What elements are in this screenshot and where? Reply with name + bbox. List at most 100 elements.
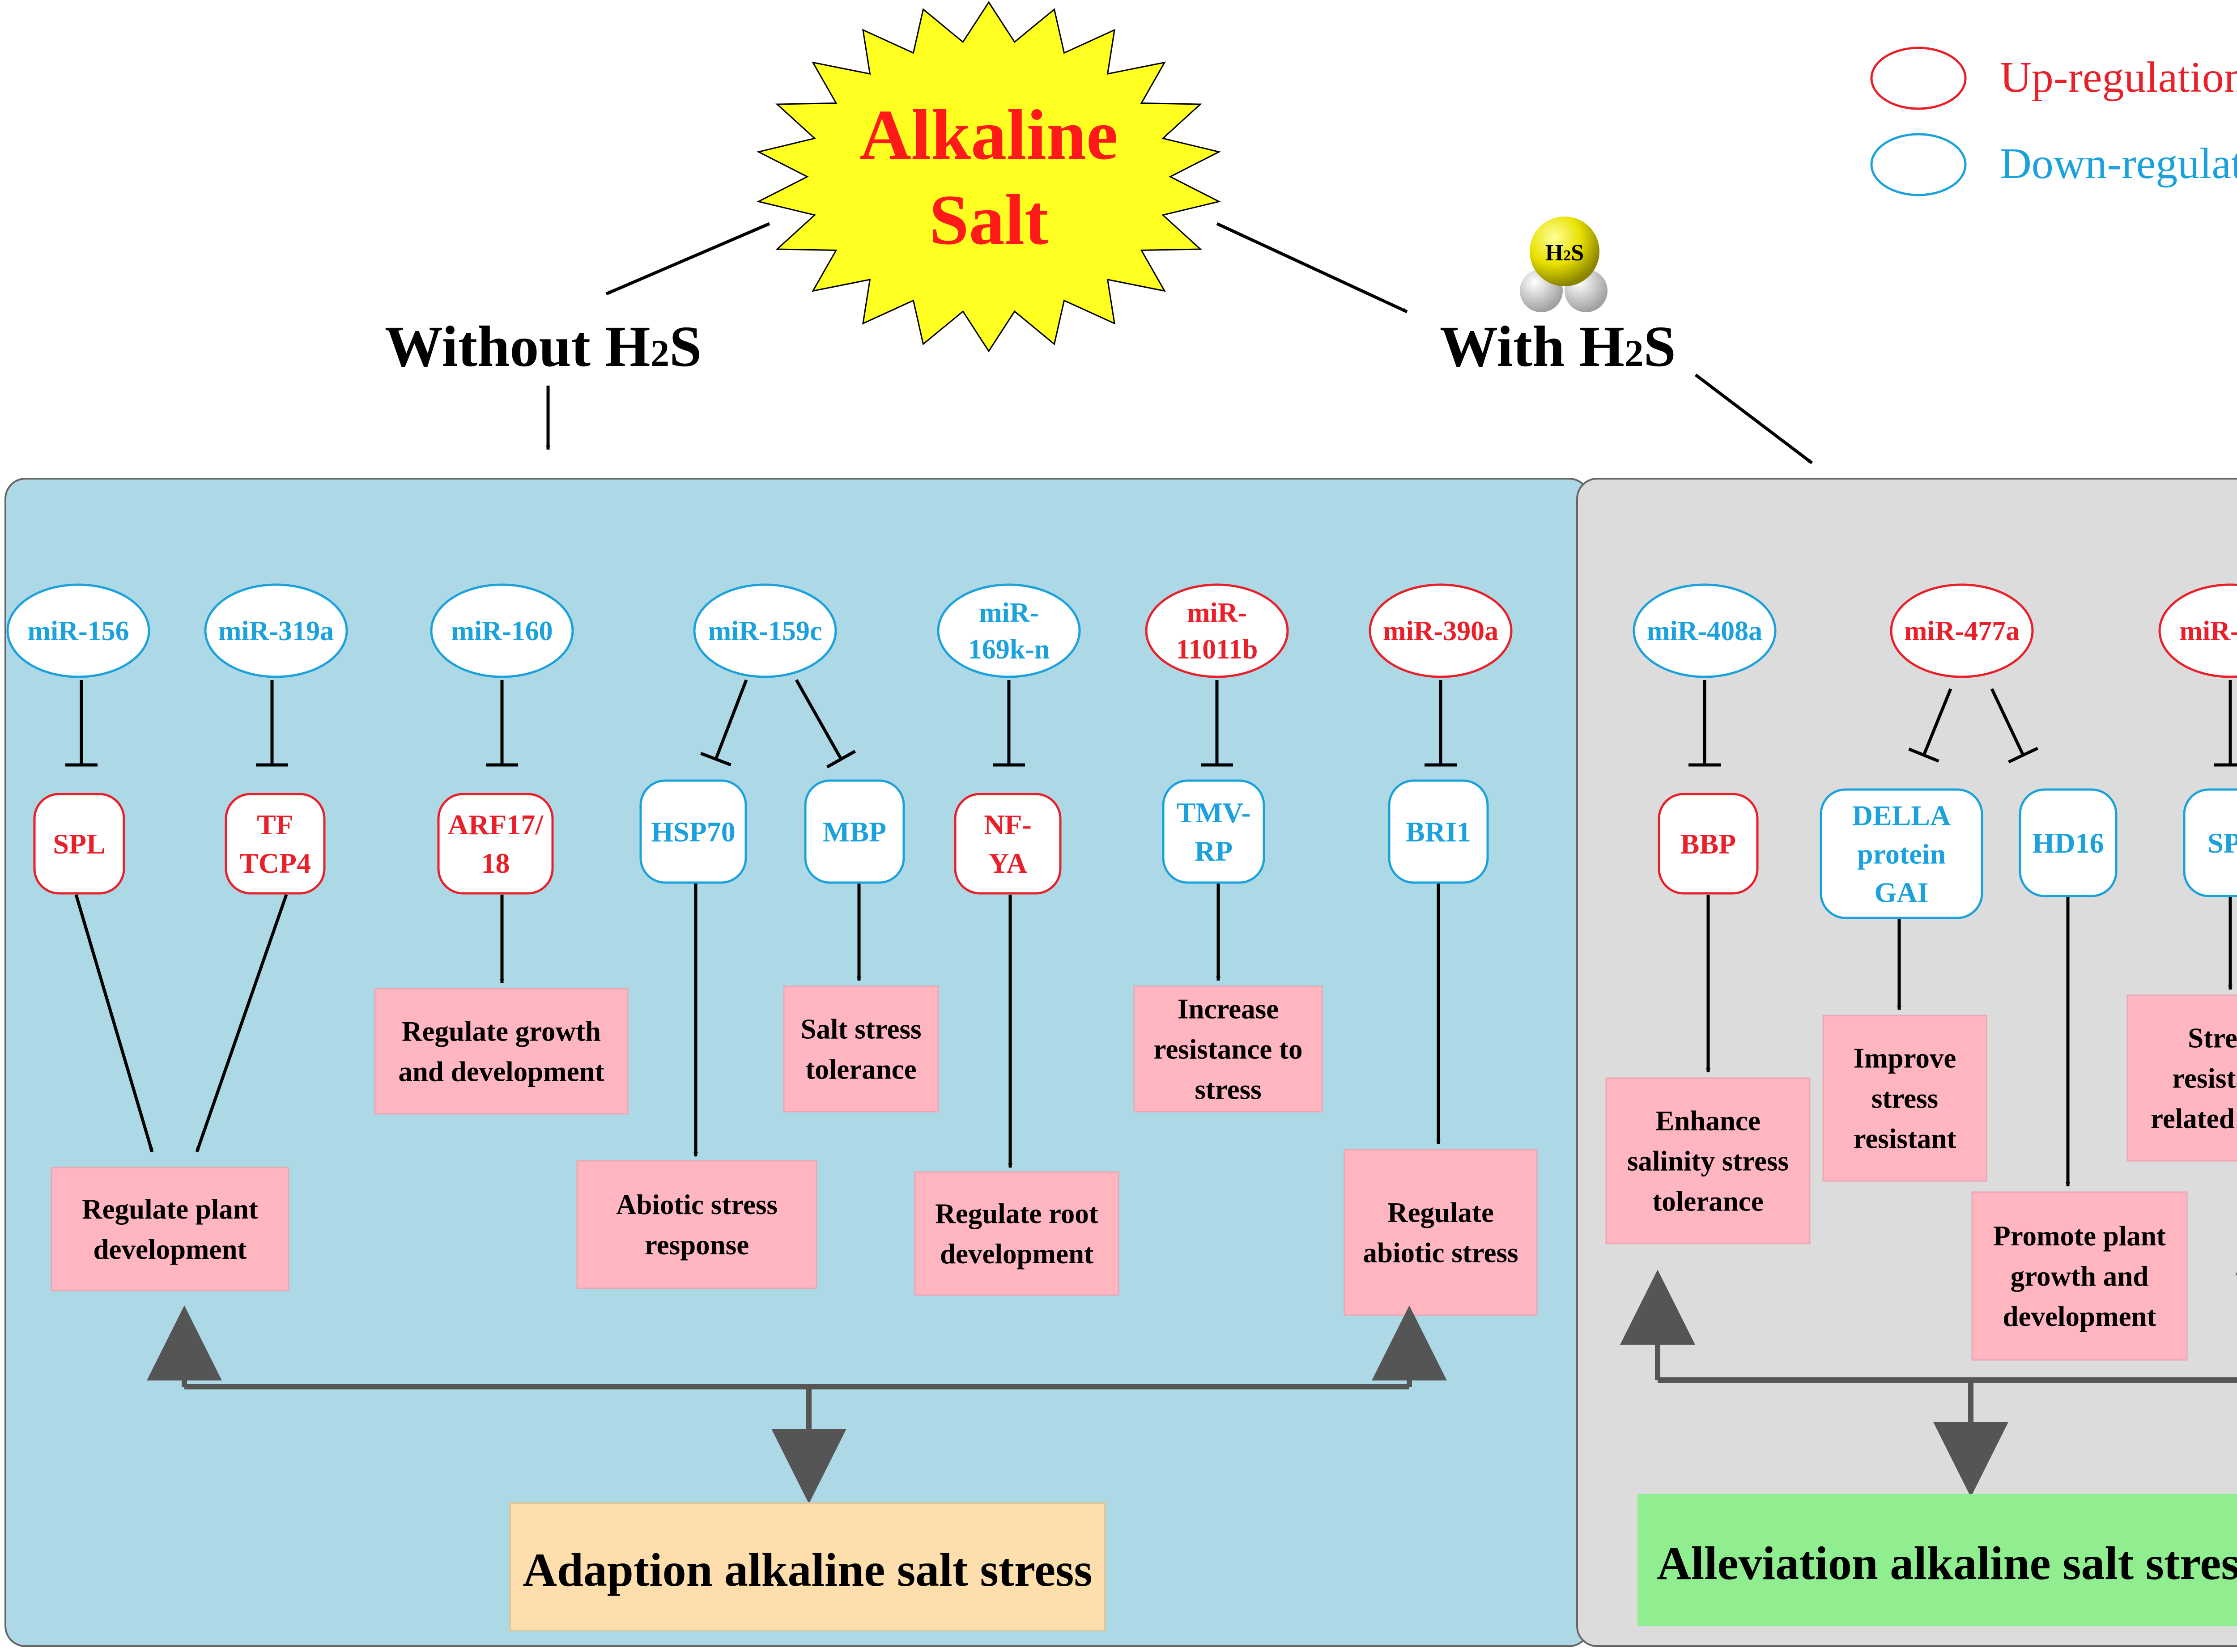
mirna-ellipse (693, 583, 837, 678)
node-text-line: HD16 (2033, 827, 2104, 859)
node-text-line: miR-390a (1383, 616, 1498, 646)
node-text-line: response (645, 1229, 749, 1261)
node-text-line: miR-408a (1647, 616, 1762, 646)
node-text-line: resistant (1854, 1123, 1956, 1154)
node-text-line: tolerance (805, 1053, 916, 1085)
node-text-line: SPL (53, 828, 105, 860)
target-node-bbp: BBP (1658, 793, 1759, 895)
target-box (1658, 793, 1759, 895)
outcome-box-plantdev: Regulate plant development (51, 1167, 289, 1291)
mirna-ellipse (430, 583, 574, 678)
node-text-line: related gene (2151, 1103, 2237, 1134)
mirna-node-mir390a: miR-390a (1369, 583, 1513, 678)
outcome-box-resistance: Increase resistance to stress (1133, 985, 1323, 1113)
node-text-line: DELLA (1852, 799, 1951, 831)
outcome-bg (914, 1171, 1119, 1296)
node-text-line: YA (988, 847, 1027, 879)
alleviation-text: Alleviation alkaline salt stress (1657, 1537, 2237, 1589)
mirna-node-mir169: miR- 169k-n (937, 583, 1081, 678)
target-box (1162, 779, 1265, 884)
mirna-ellipse (937, 583, 1081, 678)
target-box (437, 793, 554, 895)
node-text-line: 169k-n (968, 634, 1050, 665)
node-text-line: 18 (481, 847, 510, 879)
target-box (954, 793, 1062, 895)
mirna-ellipse (6, 583, 150, 678)
node-text-line: Increase (1178, 993, 1279, 1024)
outcome-box-abiotic: Abiotic stress response (576, 1160, 817, 1289)
node-text-line: Improve (1854, 1042, 1956, 1074)
node-text-line: Regulate root (935, 1198, 1098, 1229)
inhibition-connector (1990, 688, 2039, 764)
molecule-label: H2S (1545, 240, 1584, 266)
node-text-line: miR- (979, 598, 1039, 628)
node-text-line: BBP (1680, 828, 1736, 860)
node-text-line: GAI (1875, 876, 1929, 908)
mirna-ellipse (2158, 583, 2237, 678)
target-box (1388, 779, 1489, 884)
node-text-line: MBP (823, 816, 886, 848)
mirna-ellipse (204, 583, 348, 678)
outcome-bg (783, 985, 939, 1113)
outcome-bg (51, 1167, 289, 1291)
inhibition-connector (795, 679, 856, 769)
inhibition-connector (1908, 688, 1952, 763)
node-text-line: miR-827 (2179, 616, 2237, 646)
activation-arrow (195, 894, 288, 1153)
target-node-hd16: HD16 (2019, 788, 2118, 897)
inhibition-connector (65, 680, 98, 767)
outcome-box-rootdev: Regulate root development (914, 1171, 1119, 1296)
target-box (804, 779, 905, 884)
target-box (639, 779, 747, 884)
mirna-ellipse (1145, 583, 1289, 678)
node-text-line: Enhance (1655, 1105, 1761, 1136)
mirna-node-mir159c: miR-159c (693, 583, 837, 678)
node-text-line: growth and (2011, 1261, 2149, 1292)
target-node-arf: ARF17/18 (437, 793, 554, 895)
outcome-bg (374, 988, 629, 1115)
node-text-line: miR-156 (27, 616, 129, 646)
h2s-molecule-icon: H2S (1520, 217, 1608, 312)
outcome-bg (1605, 1077, 1811, 1244)
node-text-line: Regulate plant (82, 1193, 258, 1225)
legend-down-label: Down-regulation (2000, 140, 2237, 188)
node-text-line: TCP4 (239, 847, 311, 879)
outcome-bg (1344, 1149, 1538, 1316)
node-text-line: development (2003, 1301, 2156, 1332)
nodes: miR-156 miR-319a miR-160 miR-159c miR- 169k-n… (6, 583, 2237, 1361)
node-text-line: ARF17/ (448, 809, 544, 841)
node-text-line: resistance to (1154, 1033, 1303, 1065)
node-text-line: Abiotic stress (616, 1189, 778, 1220)
node-text-line: development (940, 1238, 1093, 1270)
legend: Up-regulation Down-regulation (1870, 47, 2237, 196)
inhibition-connector (1201, 680, 1233, 767)
with-h2s-label: With H2S (1440, 314, 1676, 379)
target-box (225, 793, 326, 895)
mirna-node-mir408a: miR-408a (1633, 583, 1777, 678)
node-text-line: miR-477a (1904, 616, 2020, 646)
target-node-hsp70: HSP70 (639, 779, 747, 884)
node-text-line: Stress (2188, 1022, 2237, 1053)
node-text-line: stress (1195, 1074, 1261, 1105)
node-text-line: NF- (984, 809, 1032, 841)
node-text-line: miR-319a (218, 616, 334, 646)
alleviation-box-bg (1637, 1494, 2237, 1626)
node-text-line: miR-160 (451, 616, 553, 646)
mirna-ellipse (1633, 583, 1777, 678)
node-text-line: Regulate (1387, 1197, 1494, 1228)
target-node-tmvrp: TMV-RP (1162, 779, 1265, 884)
inhibition-connector (2214, 680, 2237, 767)
burst-text-line1: Alkaline (859, 95, 1118, 174)
node-text-line: development (94, 1234, 247, 1265)
adaption-box: Adaption alkaline salt stress (509, 1502, 1106, 1631)
inhibition-connector (700, 679, 748, 767)
outcome-bg (1133, 985, 1323, 1113)
